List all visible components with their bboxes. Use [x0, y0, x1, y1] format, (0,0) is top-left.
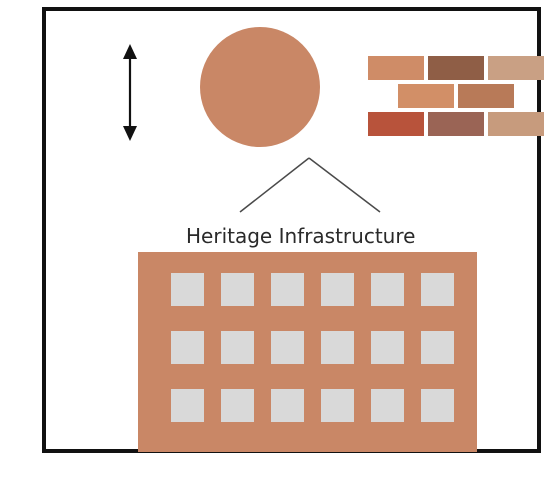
building-window [421, 273, 454, 306]
building-window [221, 389, 254, 422]
building-window [371, 389, 404, 422]
circle-icon [200, 27, 320, 147]
building-window [221, 331, 254, 364]
building-window [371, 273, 404, 306]
building-windows [171, 273, 454, 422]
building-window [221, 273, 254, 306]
building-window [321, 273, 354, 306]
brick [458, 84, 514, 108]
brick [488, 56, 544, 80]
building-window [271, 331, 304, 364]
connector-lines [239, 157, 381, 213]
brick [368, 56, 424, 80]
diagram-caption: Heritage Infrastructure [186, 224, 416, 248]
brick [398, 84, 454, 108]
building-window [271, 273, 304, 306]
building-window [171, 273, 204, 306]
brick [428, 56, 484, 80]
brick [368, 112, 424, 136]
building-window [271, 389, 304, 422]
building-window [171, 389, 204, 422]
brick [428, 112, 484, 136]
building-window [171, 331, 204, 364]
building-window [321, 389, 354, 422]
building-icon [138, 252, 477, 452]
brick-wall-icon [368, 56, 544, 136]
building-window [371, 331, 404, 364]
building-window [421, 389, 454, 422]
building-window [421, 331, 454, 364]
building-window [321, 331, 354, 364]
brick [488, 112, 544, 136]
double-arrow-icon [123, 44, 137, 141]
